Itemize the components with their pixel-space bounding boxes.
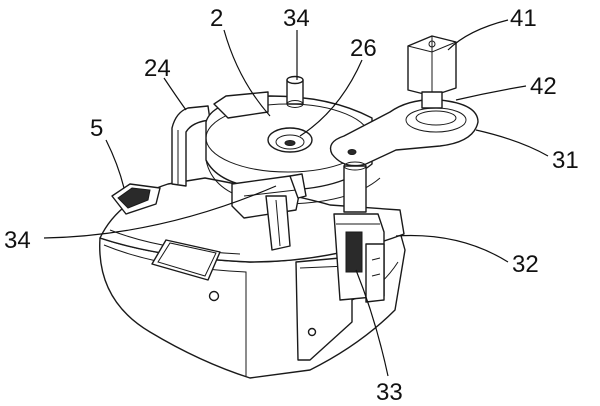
base-housing [99, 177, 406, 379]
callout-32: 32 [512, 251, 539, 278]
callout-26: 26 [350, 35, 377, 62]
upper-pin [286, 75, 304, 108]
callout-2: 2 [210, 5, 223, 32]
callout-24: 24 [144, 55, 171, 82]
callout-34-upper: 34 [283, 5, 310, 32]
back-wall [171, 105, 211, 187]
motor-unit [407, 35, 457, 109]
callout-34-lower: 34 [4, 227, 31, 254]
callout-labels: 2 34 26 24 5 41 42 31 34 32 33 [4, 5, 579, 406]
drive-shaft [333, 161, 385, 303]
callout-41: 41 [510, 5, 537, 32]
callout-5: 5 [90, 115, 103, 142]
callout-33: 33 [376, 379, 403, 406]
leader-lines [43, 19, 549, 377]
side-connector [111, 183, 161, 215]
callout-31: 31 [552, 147, 579, 174]
latch-pin [231, 173, 307, 251]
callout-42: 42 [530, 73, 557, 100]
